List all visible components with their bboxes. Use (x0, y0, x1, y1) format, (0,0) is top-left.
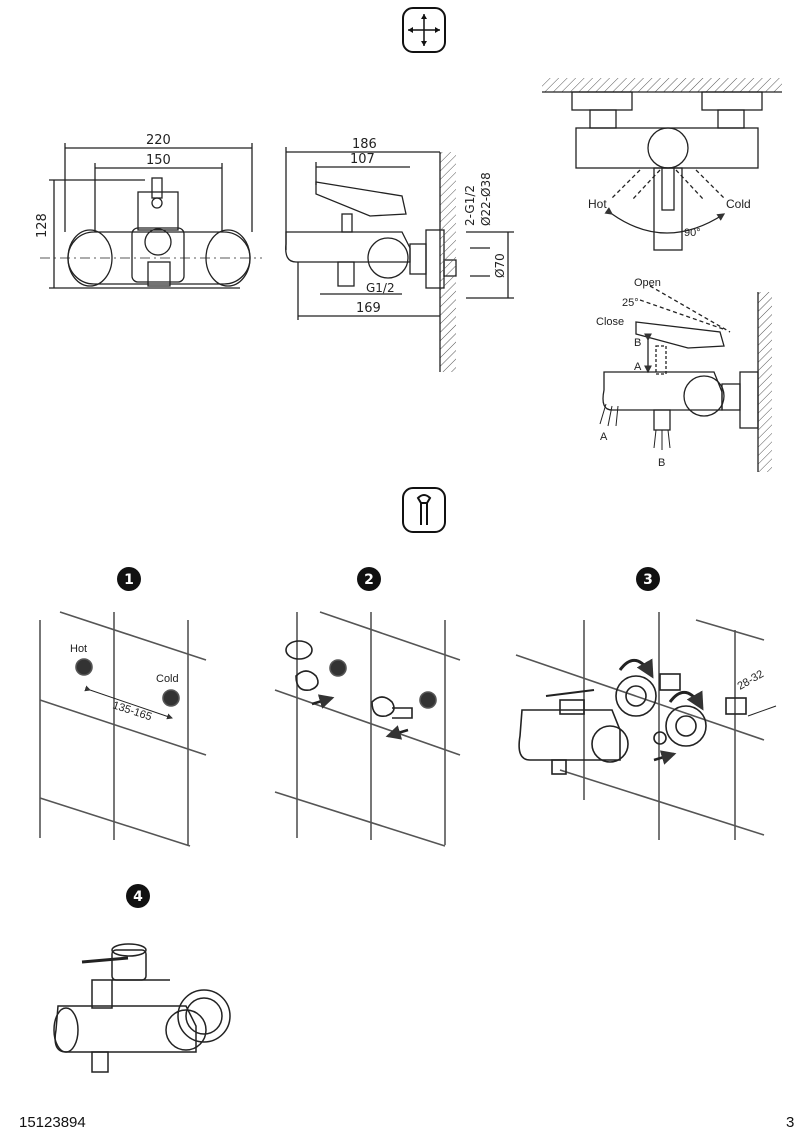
side-depth-dimension: 186 (352, 137, 377, 152)
open-label: Open (634, 277, 661, 289)
step-2-drawing (274, 611, 461, 847)
body-diameter-label: Ø70 (493, 253, 507, 278)
side-view-drawing (285, 147, 514, 320)
wrench-icon (402, 487, 446, 533)
lever-angle-label: 25° (622, 297, 639, 309)
hot-label: Hot (588, 197, 607, 211)
step-2-badge: 2 (357, 567, 381, 591)
temperature-view-drawing (542, 91, 782, 251)
side-lever-dimension: 107 (350, 152, 375, 167)
close-label: Close (596, 316, 624, 328)
front-centers-dimension: 150 (146, 153, 171, 168)
wall-hatch-right (758, 292, 772, 472)
step-1-badge: 1 (117, 567, 141, 591)
step-1-cold-label: Cold (156, 673, 179, 685)
step-1-hot-label: Hot (70, 643, 87, 655)
svg-text:4: 4 (133, 889, 143, 905)
step-1-drawing (39, 611, 207, 847)
flange-diameter-label: Ø22-Ø38 (479, 172, 493, 226)
step-4-drawing (53, 943, 231, 1073)
step-4-badge: 4 (126, 884, 150, 908)
rotation-angle-label: 90° (684, 227, 701, 239)
lever-view-drawing (599, 285, 759, 472)
inlet-spacing-label: 135-165 (111, 699, 153, 723)
svg-text:3: 3 (643, 572, 653, 588)
inlet-thread-label: 2-G1/2 (463, 185, 477, 226)
svg-text:2: 2 (364, 572, 374, 588)
svg-text:1: 1 (124, 572, 134, 588)
position-a-label: A (634, 361, 642, 373)
step-3-drawing (515, 612, 777, 840)
front-height-dimension: 128 (35, 213, 50, 238)
wall-hatch (440, 152, 456, 372)
page-number: 3 (786, 1114, 795, 1131)
wall-depth-label: 28-32 (736, 668, 766, 692)
cold-label: Cold (726, 197, 751, 211)
position-b-label: B (634, 337, 641, 349)
outlet-a-label: A (600, 431, 608, 443)
document-code: 15123894 (19, 1114, 86, 1131)
front-width-dimension: 220 (146, 133, 171, 148)
outlet-thread-label: G1/2 (366, 281, 395, 295)
ceiling-hatch (542, 78, 782, 92)
side-spout-dimension: 169 (356, 301, 381, 316)
outlet-b-label: B (658, 457, 665, 469)
dimensions-icon (402, 7, 446, 53)
front-view-drawing (40, 143, 262, 289)
step-3-badge: 3 (636, 567, 660, 591)
